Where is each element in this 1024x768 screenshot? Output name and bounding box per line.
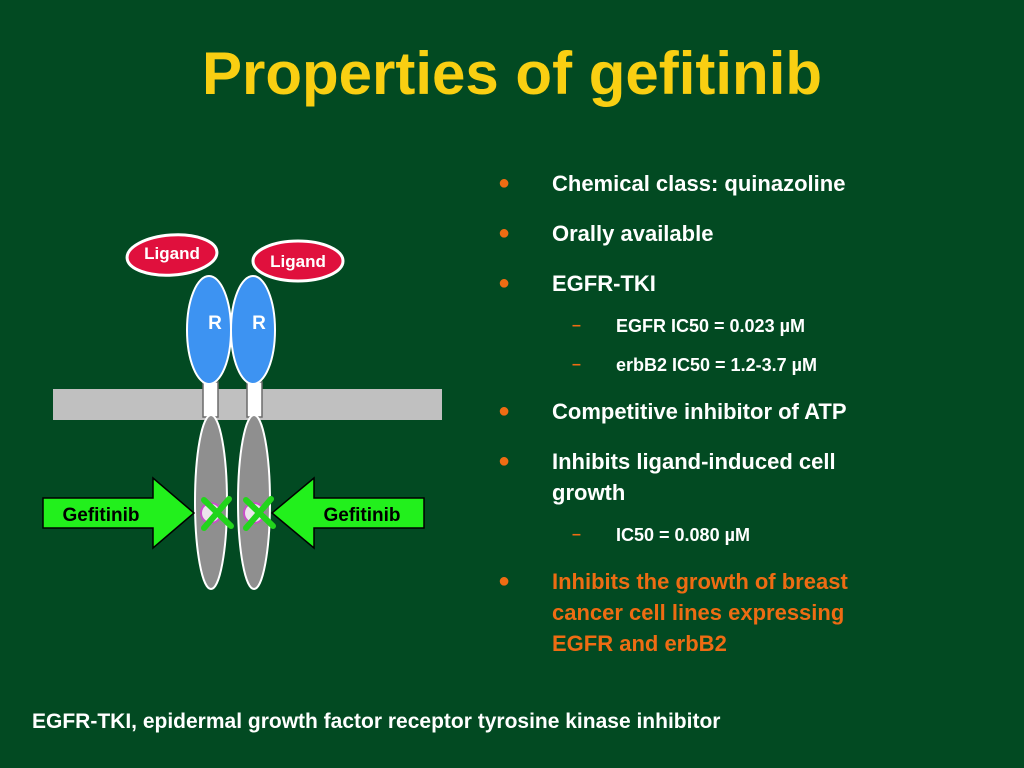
sub-bullet-mark: – [572, 317, 581, 334]
bullet-text: Chemical class: quinazoline [552, 171, 846, 196]
sub-bullet-egfr-ic50: – EGFR IC50 = 0.023 µM [490, 313, 1010, 339]
sub-bullet-growth-ic50: – IC50 = 0.080 µM [490, 522, 1010, 548]
transmembrane-stalk-left [202, 381, 219, 418]
bullet-text: Competitive inhibitor of ATP [552, 399, 847, 424]
properties-list: ● Chemical class: quinazoline ● Orally ava… [490, 168, 1010, 678]
bullet-mark: ● [498, 570, 511, 592]
gefitinib-label-left: Gefitinib [62, 505, 139, 526]
sub-bullet-mark: – [572, 526, 581, 543]
bullet-text: IC50 = 0.080 µM [616, 525, 750, 545]
receptor-diagram: R R Ligand Ligand Gefitinib Gefitinib [42, 233, 442, 590]
sub-bullet-erbb2-ic50: – erbB2 IC50 = 1.2-3.7 µM [490, 352, 1010, 378]
block-mark-right [243, 496, 276, 531]
bullet-mark: ● [498, 172, 511, 194]
bullet-mark: ● [498, 450, 511, 472]
ligand-left [125, 233, 219, 277]
bullet-mark: ● [498, 272, 511, 294]
bullet-mark: ● [498, 222, 511, 244]
bullet-text: Inhibits ligand-induced cell growth [552, 449, 836, 505]
bullet-chemical-class: ● Chemical class: quinazoline [490, 168, 1010, 199]
bullet-mark: ● [498, 400, 511, 422]
sub-bullet-mark: – [572, 356, 581, 373]
receptor-label-right: R [252, 313, 266, 334]
footnote: EGFR-TKI, epidermal growth factor recept… [32, 710, 721, 733]
bullet-atp-inhibitor: ● Competitive inhibitor of ATP [490, 396, 1010, 427]
block-mark-left [201, 496, 234, 531]
bullet-text: erbB2 IC50 = 1.2-3.7 µM [616, 355, 817, 375]
bullet-text: Orally available [552, 221, 714, 246]
bullet-text: Inhibits the growth of breast cancer cel… [552, 569, 848, 656]
ligand-right [251, 239, 345, 283]
ligand-label-right: Ligand [270, 252, 326, 271]
bullet-text: EGFR-TKI [552, 271, 656, 296]
transmembrane-stalk-right [246, 381, 263, 418]
gefitinib-label-right: Gefitinib [323, 505, 400, 526]
bullet-text: EGFR IC50 = 0.023 µM [616, 316, 805, 336]
bullet-ligand-growth: ● Inhibits ligand-induced cell growth [490, 446, 852, 508]
receptor-right [230, 275, 276, 385]
gefitinib-arrow-left [42, 476, 196, 550]
gefitinib-arrow-right [270, 476, 425, 550]
ligand-label-left: Ligand [144, 244, 200, 263]
bullet-egfr-tki: ● EGFR-TKI [490, 268, 1010, 299]
slide-title: Properties of gefitinib [201, 40, 823, 107]
receptor-label-left: R [208, 313, 222, 334]
bullet-breast-cancer: ● Inhibits the growth of breast cancer ce… [490, 566, 852, 659]
bullet-oral: ● Orally available [490, 218, 1010, 249]
